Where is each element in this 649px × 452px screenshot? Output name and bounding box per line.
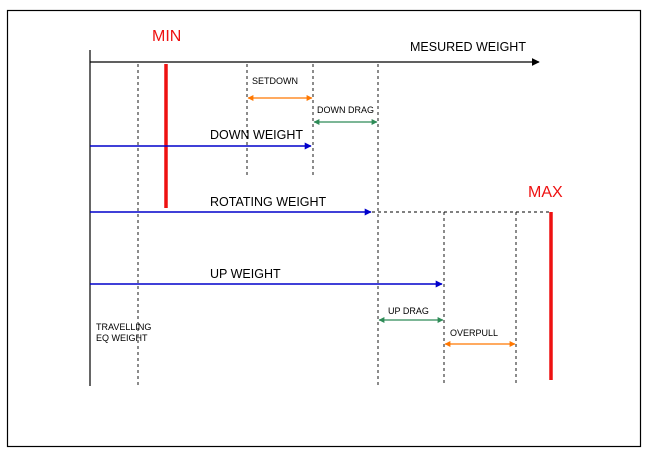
down-drag-label: DOWN DRAG xyxy=(317,105,374,115)
measured-weight-label: MESURED WEIGHT xyxy=(410,40,526,54)
overpull-label: OVERPULL xyxy=(450,328,498,338)
diagram-frame xyxy=(6,9,642,448)
up-drag-label: UP DRAG xyxy=(388,306,429,316)
travelling-eq-weight-label-line1: TRAVELLING xyxy=(96,322,151,332)
up-weight-label: UP WEIGHT xyxy=(210,267,281,281)
rotating-weight-label: ROTATING WEIGHT xyxy=(210,195,327,209)
min-label: MIN xyxy=(152,28,181,45)
setdown-label: SETDOWN xyxy=(252,76,298,86)
max-label: MAX xyxy=(528,184,563,201)
down-weight-label: DOWN WEIGHT xyxy=(210,128,303,142)
travelling-eq-weight-label-line2: EQ WEIGHT xyxy=(96,333,148,343)
